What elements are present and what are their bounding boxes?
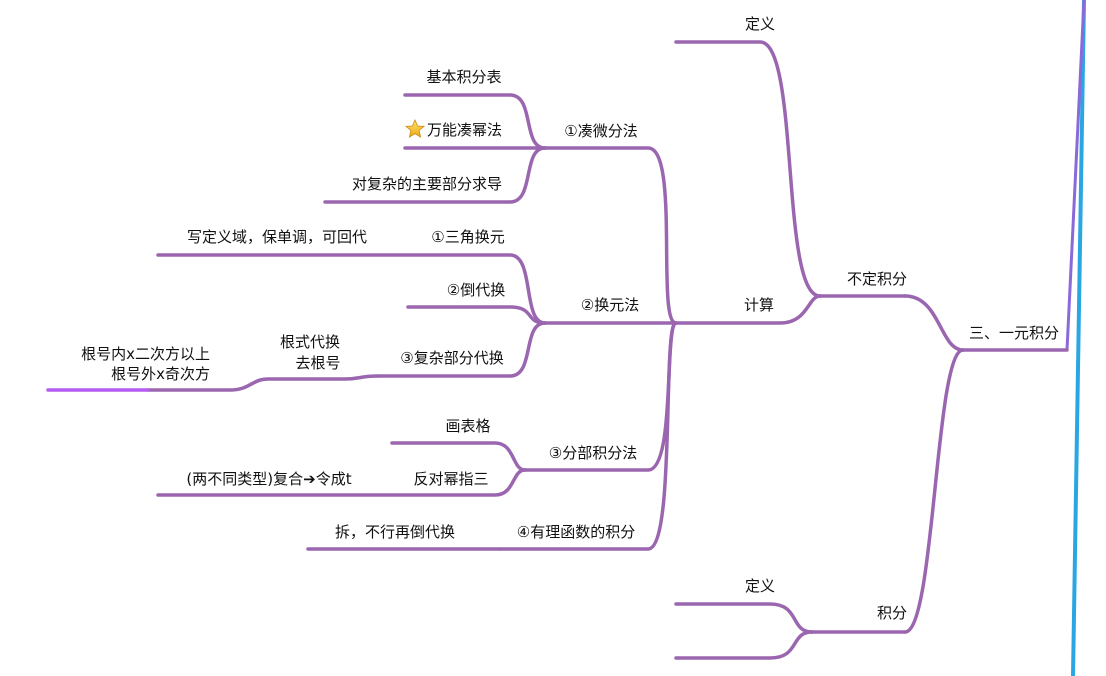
node-cou-method[interactable]: ①凑微分法	[564, 122, 637, 140]
edge-calc-rational	[498, 321, 678, 551]
edge-huan-trig	[156, 253, 547, 325]
node-indef-definition[interactable]: 定义	[745, 15, 775, 33]
node-calc[interactable]: 计算	[744, 296, 774, 314]
node-trig-note[interactable]: 写定义域，保单调，可回代	[187, 228, 367, 246]
node-substitution-method[interactable]: ②换元法	[581, 296, 639, 314]
node-universal-power[interactable]: 万能凑幂法	[427, 121, 502, 139]
edge-cou-derive	[323, 146, 547, 204]
edge-indef-calc	[674, 294, 822, 325]
edge-huan-inv	[406, 305, 547, 325]
node-condition-inside[interactable]: 根号内x二次方以上	[81, 345, 210, 363]
edge-calc-cou	[543, 146, 678, 325]
node-composite-note[interactable]: (两不同类型)复合➔令成t	[186, 470, 351, 488]
node-trig-substitution[interactable]: ①三角换元	[431, 228, 504, 246]
edge-indef-def	[674, 40, 822, 298]
edge-comp-rootsub	[146, 374, 380, 392]
root-connector-line	[1065, 0, 1086, 351]
right-accent-line	[1071, 0, 1086, 676]
edge-parts-table	[390, 441, 527, 472]
edge-parts-order	[156, 468, 527, 497]
node-root[interactable]: 三、一元积分	[969, 324, 1059, 342]
node-remove-radical[interactable]: 去根号	[295, 354, 340, 372]
node-radical-substitution[interactable]: 根式代换	[280, 333, 340, 351]
edge-root-def	[903, 348, 965, 634]
node-condition-outside[interactable]: 根号外x奇次方	[111, 365, 210, 383]
star-icon	[404, 118, 426, 138]
node-integration-by-parts[interactable]: ③分部积分法	[549, 444, 637, 462]
node-rational-functions[interactable]: ④有理函数的积分	[517, 523, 635, 541]
edge-root-indef	[903, 294, 965, 352]
node-reciprocal-substitution[interactable]: ②倒代换	[447, 281, 505, 299]
node-priority-order[interactable]: 反对幂指三	[413, 470, 488, 488]
node-indefinite-integral[interactable]: 不定积分	[847, 270, 907, 288]
edge-def-empty	[674, 630, 814, 660]
node-rational-note[interactable]: 拆，不行再倒代换	[335, 523, 455, 541]
node-definite-integral[interactable]: 积分	[877, 604, 907, 622]
node-derive-main-part[interactable]: 对复杂的主要部分求导	[352, 175, 502, 193]
node-basic-integral-table[interactable]: 基本积分表	[426, 68, 501, 86]
node-draw-table[interactable]: 画表格	[445, 417, 490, 435]
node-def-definition[interactable]: 定义	[745, 577, 775, 595]
edge-def-def	[674, 602, 814, 634]
edge-huan-comp	[376, 321, 547, 378]
node-complex-part-substitution[interactable]: ③复杂部分代换	[400, 349, 503, 367]
edge-cou-table	[403, 93, 547, 150]
